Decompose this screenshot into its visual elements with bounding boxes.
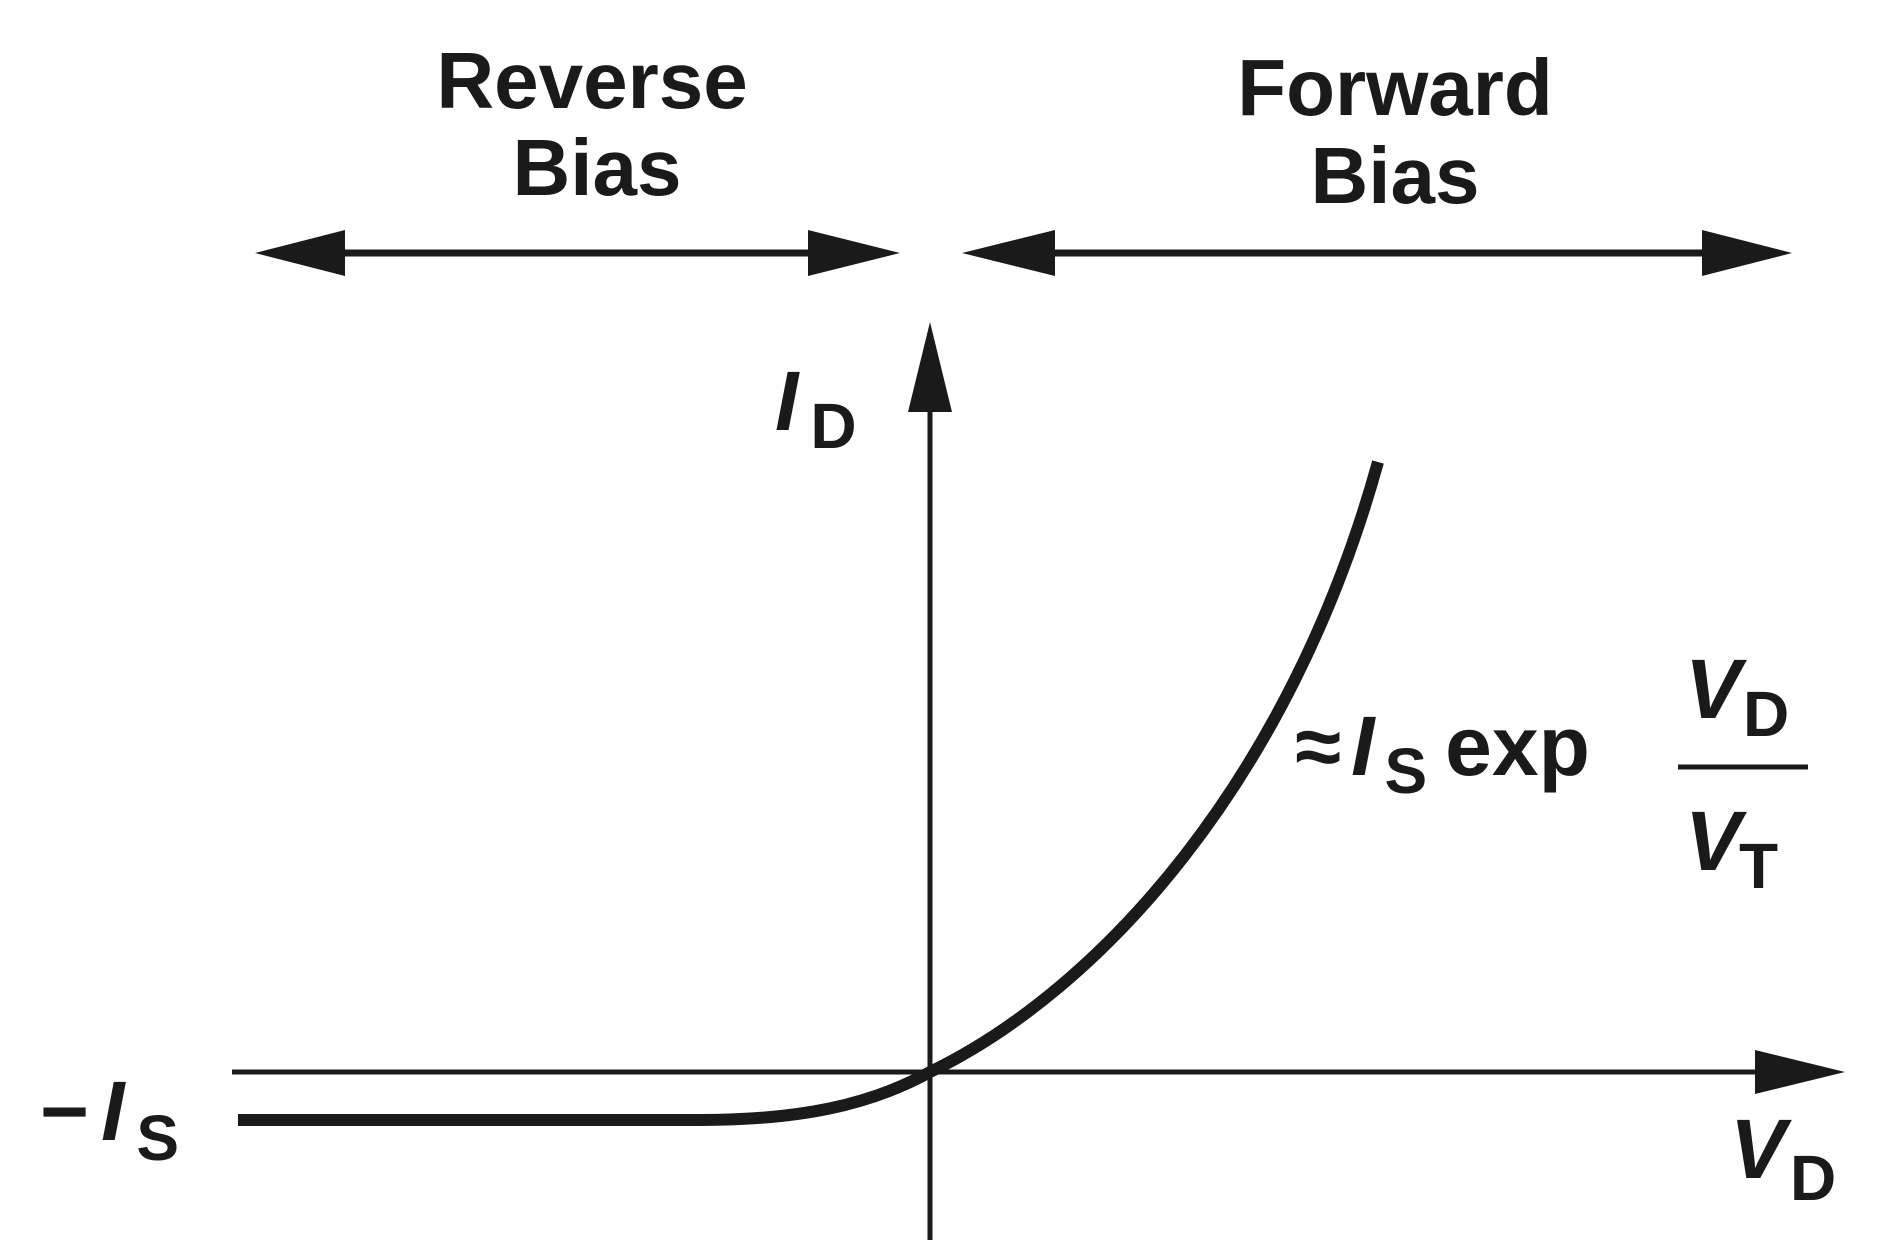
equation-denominator: VT bbox=[1685, 794, 1778, 902]
diode-iv-curve bbox=[238, 460, 1384, 1126]
reverse-bias-label-line1: Reverse bbox=[436, 36, 747, 125]
x-axis-label: VD bbox=[1730, 1102, 1836, 1214]
forward-bias-label-line1: Forward bbox=[1237, 43, 1553, 132]
forward-bias-arrow bbox=[962, 230, 1792, 276]
x-axis bbox=[232, 1050, 1845, 1094]
reverse-bias-label-line2: Bias bbox=[513, 123, 682, 212]
y-axis bbox=[908, 322, 952, 1240]
reverse-bias-arrow bbox=[255, 230, 900, 276]
equation-numerator: VD bbox=[1685, 642, 1789, 750]
forward-bias-label-line2: Bias bbox=[1311, 131, 1480, 220]
